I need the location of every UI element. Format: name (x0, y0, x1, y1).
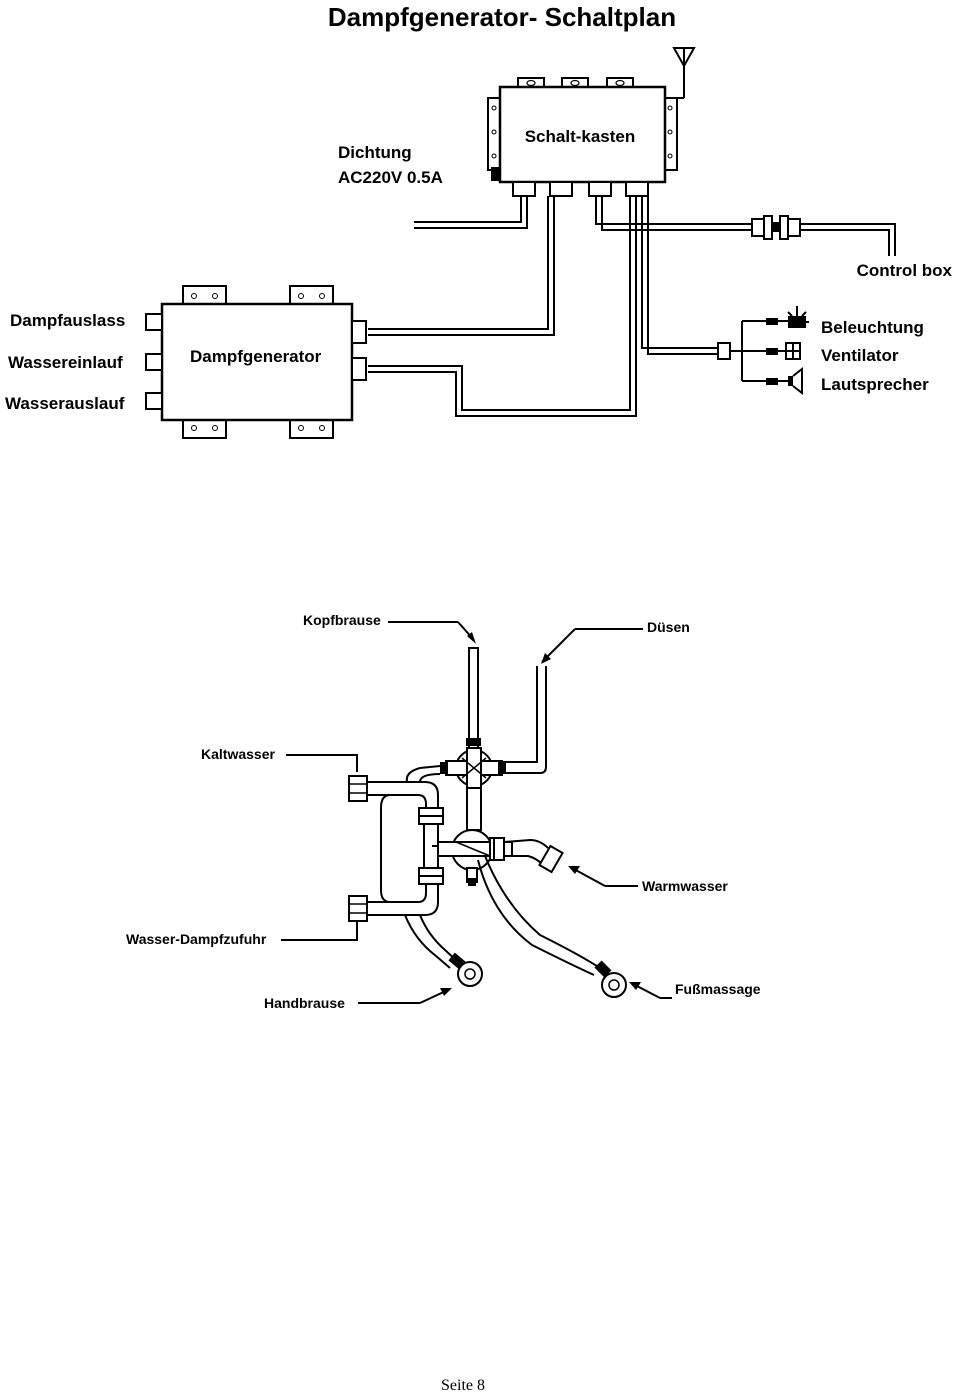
page-number: Seite 8 (441, 1377, 485, 1393)
speaker-icon (788, 366, 803, 396)
fan-icon (785, 342, 801, 360)
output-label-light: Beleuchtung (821, 318, 924, 337)
label-cold-water: Kaltwasser (201, 746, 275, 762)
power-cable (414, 196, 528, 229)
diagram-title: Dampfgenerator- Schaltplan (328, 2, 676, 32)
output-label-fan: Ventilator (821, 346, 899, 365)
label-water-steam-supply: Wasser-Dampfzufuhr (126, 931, 267, 947)
steam-generator-box (145, 285, 367, 439)
label-foot-massage: Fußmassage (675, 981, 761, 997)
label-head-shower: Kopfbrause (303, 612, 381, 628)
wire-to-outputs (641, 196, 788, 385)
leader-lines (281, 621, 672, 1004)
output-label-speaker: Lautsprecher (821, 375, 929, 394)
control-box-label: Control box (857, 261, 953, 280)
power-label-line1: Dichtung (338, 143, 412, 162)
wire-to-generator-top (368, 196, 555, 336)
antenna-icon (666, 47, 696, 99)
pipe-assembly (348, 647, 627, 998)
port-label-steam-outlet: Dampfauslass (10, 311, 125, 330)
connector-icon (751, 215, 801, 240)
generator-label: Dampfgenerator (190, 347, 322, 366)
port-label-water-inlet: Wassereinlauf (8, 353, 123, 372)
label-hand-shower: Handbrause (264, 995, 345, 1011)
port-label-water-outlet: Wasserauslauf (5, 394, 125, 413)
label-jets: Düsen (647, 619, 690, 635)
light-icon (787, 306, 809, 328)
label-hot-water: Warmwasser (642, 878, 728, 894)
wire-to-control-box (595, 196, 896, 256)
switch-box-label: Schalt-kasten (525, 127, 636, 146)
switch-box (487, 77, 678, 197)
wire-to-generator-bottom (368, 196, 637, 417)
power-label-line2: AC220V 0.5A (338, 168, 443, 187)
